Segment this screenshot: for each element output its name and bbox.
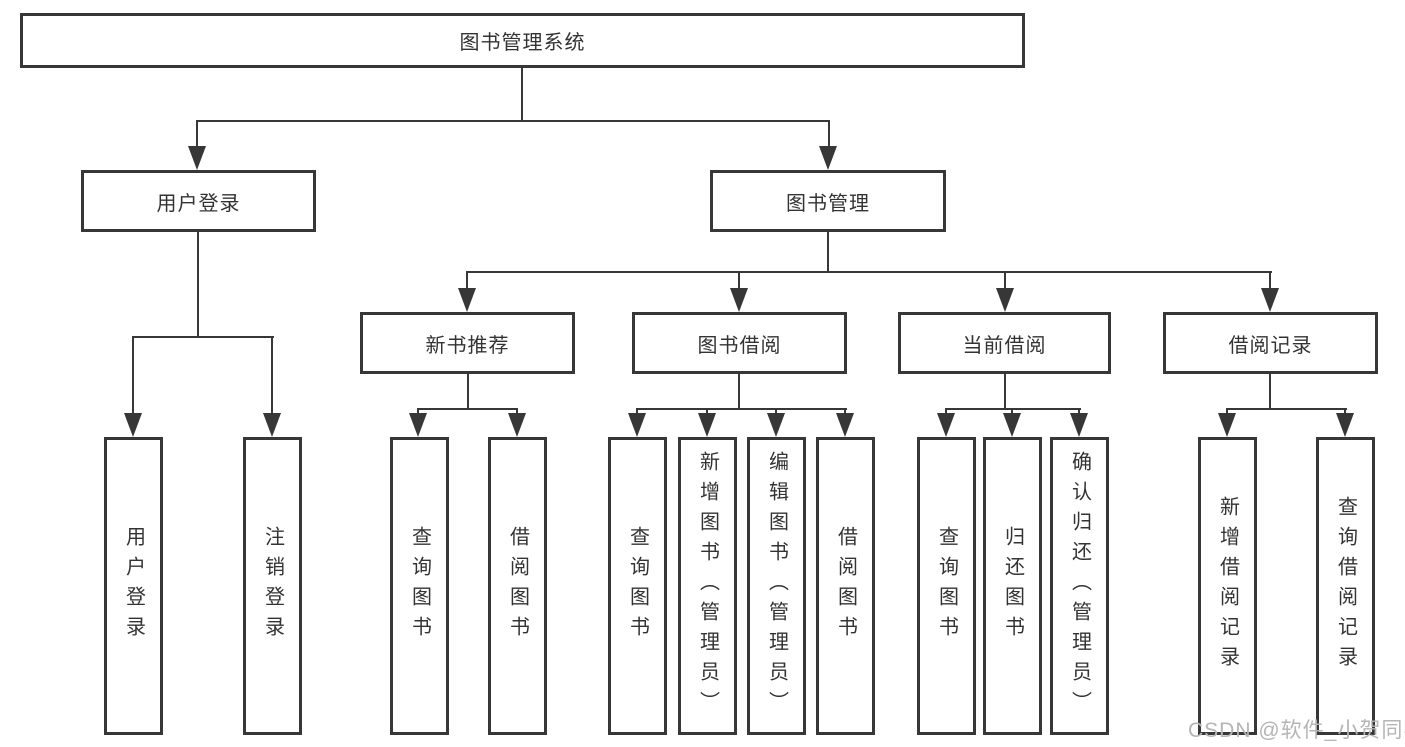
edge-line — [1269, 374, 1271, 410]
arrowhead-down-icon — [836, 413, 854, 437]
arrowhead-down-icon — [937, 413, 955, 437]
leaf-current-return-books: 归还图书 — [983, 437, 1042, 735]
leaf-borrowing-query-books: 查询图书 — [608, 437, 667, 735]
leaf-current-confirm-return-admin-label: 确认归还（管理员） — [1068, 451, 1091, 721]
node-root-label: 图书管理系统 — [459, 32, 586, 54]
node-user-login: 用户登录 — [81, 170, 316, 232]
leaf-recommend-borrow-books: 借阅图书 — [488, 437, 547, 735]
arrowhead-down-icon — [1336, 413, 1354, 437]
edge-line — [196, 120, 198, 150]
leaf-records-add-record-label: 新增借阅记录 — [1216, 496, 1239, 676]
leaf-current-confirm-return-admin: 确认归还（管理员） — [1050, 437, 1109, 735]
node-borrowing-records-label: 借阅记录 — [1228, 334, 1313, 357]
node-borrowing-records: 借阅记录 — [1163, 312, 1378, 374]
leaf-borrowing-edit-books-admin: 编辑图书（管理员） — [747, 437, 806, 735]
arrowhead-down-icon — [698, 413, 716, 437]
arrowhead-down-icon — [730, 288, 748, 312]
leaf-recommend-query-books: 查询图书 — [390, 437, 449, 735]
arrowhead-down-icon — [1218, 413, 1236, 437]
leaf-borrowing-add-books-admin: 新增图书（管理员） — [678, 437, 737, 735]
leaf-current-query-books: 查询图书 — [917, 437, 976, 735]
edge-line — [945, 408, 1081, 410]
leaf-logout-label: 注销登录 — [261, 526, 284, 646]
leaf-current-query-books-label: 查询图书 — [935, 526, 958, 646]
node-new-book-recommend-label: 新书推荐 — [425, 334, 510, 357]
arrowhead-down-icon — [188, 146, 206, 170]
leaf-user-login-label: 用户登录 — [122, 526, 145, 646]
edge-line — [132, 336, 134, 415]
edge-line — [1226, 408, 1347, 410]
edge-line — [197, 232, 199, 338]
leaf-records-query-record: 查询借阅记录 — [1316, 437, 1375, 735]
arrowhead-down-icon — [508, 413, 526, 437]
arrowhead-down-icon — [263, 413, 281, 437]
arrowhead-down-icon — [124, 413, 142, 437]
edge-line — [197, 120, 830, 122]
edge-line — [271, 336, 273, 415]
edge-line — [1269, 271, 1271, 295]
edge-line — [827, 232, 829, 273]
edge-line — [738, 271, 740, 295]
arrowhead-down-icon — [1261, 288, 1279, 312]
leaf-borrowing-query-books-label: 查询图书 — [626, 526, 649, 646]
arrowhead-down-icon — [628, 413, 646, 437]
leaf-recommend-query-books-label: 查询图书 — [408, 526, 431, 646]
leaf-borrowing-borrow-books: 借阅图书 — [816, 437, 875, 735]
edge-line — [467, 374, 469, 410]
leaf-recommend-borrow-books-label: 借阅图书 — [506, 526, 529, 646]
node-new-book-recommend: 新书推荐 — [360, 312, 575, 374]
leaf-records-query-record-label: 查询借阅记录 — [1334, 496, 1357, 676]
edge-line — [132, 336, 274, 338]
arrowhead-down-icon — [996, 288, 1014, 312]
edge-line — [636, 408, 847, 410]
arrowhead-down-icon — [1003, 413, 1021, 437]
node-book-management: 图书管理 — [710, 170, 946, 232]
leaf-borrowing-borrow-books-label: 借阅图书 — [834, 526, 857, 646]
node-book-management-label: 图书管理 — [786, 192, 870, 215]
node-current-borrowing-label: 当前借阅 — [962, 334, 1047, 357]
leaf-borrowing-add-books-admin-label: 新增图书（管理员） — [696, 451, 719, 721]
edge-line — [738, 374, 740, 410]
edge-line — [466, 271, 1272, 273]
leaf-user-login: 用户登录 — [104, 437, 163, 735]
edge-line — [417, 408, 518, 410]
csdn-watermark: CSDN @软件_小贺同学 — [1188, 719, 1405, 742]
edge-line — [521, 68, 523, 121]
arrowhead-down-icon — [819, 146, 837, 170]
arrowhead-down-icon — [1070, 413, 1088, 437]
arrowhead-down-icon — [458, 288, 476, 312]
edge-line — [466, 271, 468, 295]
node-user-login-label: 用户登录 — [156, 192, 241, 215]
leaf-borrowing-edit-books-admin-label: 编辑图书（管理员） — [765, 451, 788, 721]
node-book-borrowing: 图书借阅 — [632, 312, 847, 374]
edge-line — [1004, 271, 1006, 295]
arrowhead-down-icon — [409, 413, 427, 437]
leaf-current-return-books-label: 归还图书 — [1001, 526, 1024, 646]
edge-line — [828, 120, 830, 150]
node-root: 图书管理系统 — [20, 13, 1025, 68]
arrowhead-down-icon — [767, 413, 785, 437]
node-current-borrowing: 当前借阅 — [898, 312, 1111, 374]
node-book-borrowing-label: 图书借阅 — [697, 334, 782, 357]
leaf-records-add-record: 新增借阅记录 — [1198, 437, 1257, 735]
leaf-logout: 注销登录 — [243, 437, 302, 735]
edge-line — [1004, 374, 1006, 410]
